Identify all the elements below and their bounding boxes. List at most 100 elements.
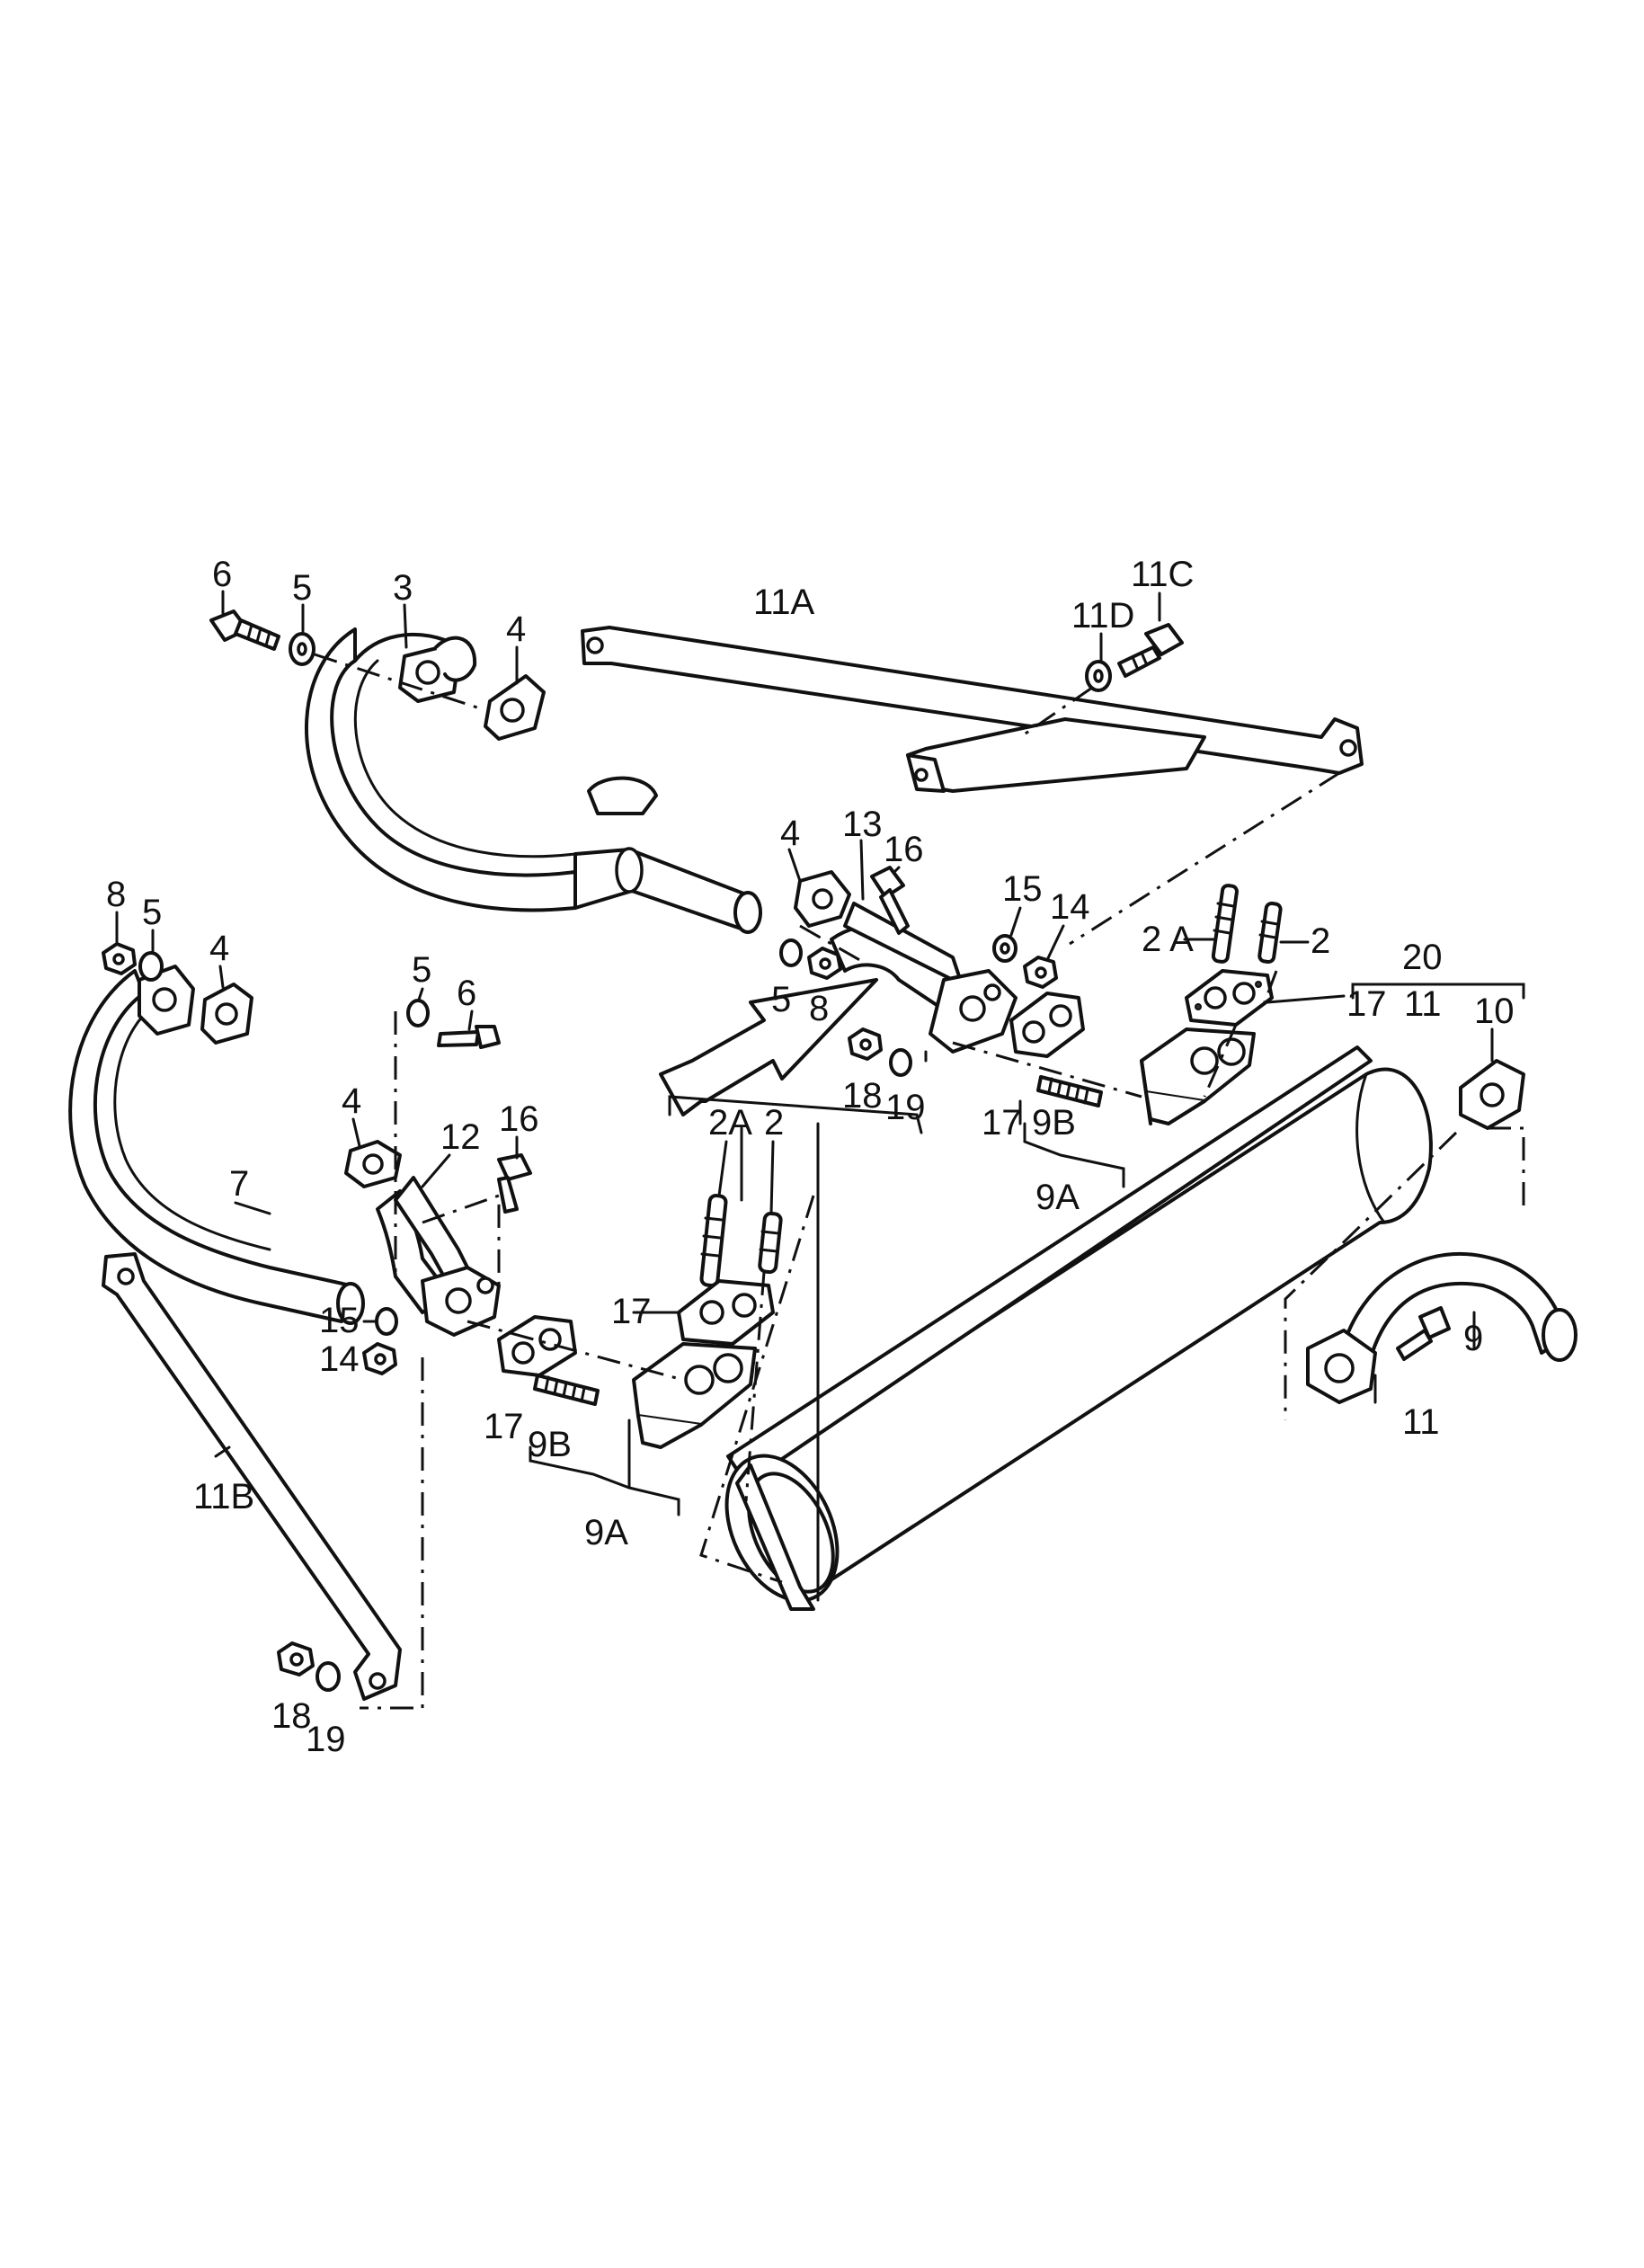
- alignment-line-top: [314, 653, 486, 712]
- callout-labels: 6 5 3 4 11A 11C 11D 4 13 16 15 14 2 A 2 …: [106, 555, 1515, 1759]
- washer-15-left: [375, 1307, 398, 1336]
- callout-11B: 11B: [193, 1477, 254, 1516]
- stud-9B-left: [533, 1374, 600, 1406]
- flange-10: [1459, 1059, 1525, 1130]
- stud-2-right: [1257, 901, 1283, 965]
- stud-2A-right: [1211, 884, 1239, 964]
- bracket-11B: [102, 1252, 402, 1701]
- callout-7: 7: [229, 1164, 249, 1204]
- callout-2-left: 2: [764, 1103, 784, 1143]
- callout-leaders: [115, 590, 1494, 1458]
- washer-5-left: [138, 951, 164, 982]
- alignment-line-11A: [1069, 771, 1340, 946]
- callout-13: 13: [842, 805, 883, 844]
- callout-16-left: 16: [499, 1099, 539, 1139]
- exhaust-flange-right: [1140, 1027, 1256, 1125]
- callout-11A: 11A: [753, 583, 815, 622]
- callout-4-left: 4: [209, 929, 229, 968]
- exhaust-pipe-3: [305, 627, 762, 934]
- callout-11-bottom: 11: [1402, 1402, 1440, 1442]
- bolt-11C: [1117, 623, 1184, 678]
- callout-9B-left: 9B: [528, 1425, 572, 1464]
- callout-17-left-group: 17: [611, 1292, 652, 1331]
- callout-14-left: 14: [319, 1339, 360, 1379]
- callout-3: 3: [393, 568, 413, 608]
- callout-9: 9: [1463, 1319, 1483, 1358]
- callout-17-left-low: 17: [484, 1407, 524, 1446]
- nut-14-right: [1023, 956, 1058, 989]
- nut-18-mid: [848, 1027, 883, 1061]
- callout-15-right: 15: [1002, 869, 1043, 909]
- bolt-16-left: [497, 1153, 532, 1214]
- exhaust-flange-left: [632, 1342, 757, 1449]
- callout-16-right: 16: [884, 830, 924, 869]
- callout-18-bottom: 18: [271, 1696, 312, 1736]
- callout-8-left: 8: [106, 875, 126, 914]
- exhaust-pipe-12: [376, 1176, 501, 1337]
- callout-4-mid: 4: [780, 814, 800, 853]
- exhaust-pipe-7: [68, 965, 365, 1325]
- muffler-main: [724, 1045, 1433, 1611]
- callout-9B-right: 9B: [1032, 1103, 1076, 1143]
- gasket-4-left: [200, 983, 253, 1045]
- washer-19-bottom: [315, 1661, 341, 1692]
- bolt-16-right: [870, 866, 910, 935]
- washer-5-arrow: [779, 938, 803, 967]
- washer-5-left2: [406, 999, 430, 1027]
- bracket-11A: [581, 626, 1364, 793]
- callout-2A-left: 2A: [708, 1103, 752, 1143]
- callout-5-top: 5: [292, 568, 312, 608]
- callout-9A-right: 9A: [1035, 1178, 1080, 1217]
- callout-11C: 11C: [1131, 555, 1194, 594]
- callout-12: 12: [440, 1117, 481, 1157]
- callout-4-top: 4: [506, 609, 526, 649]
- alignment-line-11D: [1019, 686, 1093, 739]
- gasket-4-top: [484, 674, 546, 741]
- nut-18-bottom: [277, 1641, 315, 1677]
- nut-14-left: [362, 1342, 397, 1375]
- washer-15-right: [992, 934, 1018, 963]
- callout-4-left2: 4: [342, 1081, 361, 1121]
- callout-9A-left: 9A: [584, 1513, 628, 1552]
- stud-9B-right: [1036, 1075, 1103, 1107]
- gasket-4-left2: [344, 1140, 402, 1188]
- alignment-line-9: [1284, 1131, 1458, 1420]
- callout-6-top: 6: [212, 555, 232, 594]
- callout-6-left: 6: [457, 974, 476, 1013]
- bolt-6-top: [209, 609, 280, 651]
- callout-11D: 11D: [1071, 596, 1134, 636]
- washer-11D: [1085, 660, 1112, 692]
- tail-pipe-9: [1306, 1251, 1577, 1404]
- group-brackets: [529, 938, 1525, 1602]
- callout-11-group: 11: [1404, 984, 1442, 1024]
- callout-2A-right: 2 A: [1142, 920, 1194, 959]
- callout-8-arrow: 8: [809, 989, 829, 1028]
- exhaust-pipe-13: [830, 902, 1018, 1054]
- nut-8-arrow: [807, 947, 842, 980]
- callout-17-right-low: 17: [982, 1103, 1022, 1143]
- alignment-line-10: [1488, 1126, 1525, 1214]
- gasket-4-mid: [794, 870, 851, 928]
- bolt-11-bottom: [1396, 1306, 1451, 1361]
- washer-5-top: [289, 632, 315, 666]
- gasket-17-left-group: [677, 1279, 775, 1346]
- nut-8-left: [102, 942, 137, 975]
- callout-5-arrow: 5: [771, 980, 791, 1019]
- callout-2-right: 2: [1311, 921, 1330, 961]
- callout-14-right: 14: [1050, 887, 1090, 927]
- stud-2-left: [758, 1211, 783, 1275]
- callout-5-left2: 5: [412, 950, 431, 990]
- callout-17-right-group: 17: [1346, 984, 1387, 1024]
- callout-19-mid: 19: [885, 1088, 926, 1127]
- gasket-right-flange: [1009, 992, 1085, 1058]
- stud-2A-left: [699, 1194, 728, 1287]
- bolt-6-left: [437, 1025, 501, 1049]
- callout-20: 20: [1402, 938, 1443, 977]
- alignment-lines: [360, 924, 1278, 1710]
- callout-18-mid: 18: [842, 1076, 883, 1116]
- callout-10: 10: [1474, 992, 1515, 1031]
- washer-19-mid: [889, 1048, 912, 1077]
- callout-5-left: 5: [142, 893, 162, 932]
- gasket-17-right-group: [1185, 969, 1274, 1027]
